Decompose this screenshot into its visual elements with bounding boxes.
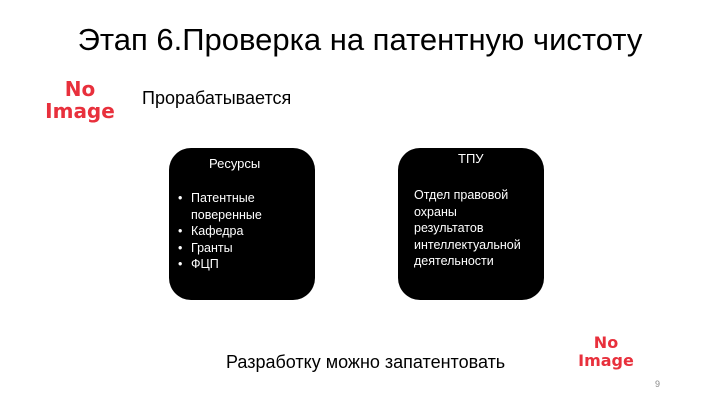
resources-card: Ресурсы • Патентные поверенные • Кафедра •…: [169, 148, 315, 300]
tpu-card: ТПУ Отдел правовой охраны результатов ин…: [398, 148, 544, 300]
resources-list-item: • Гранты: [177, 240, 313, 257]
slide-title: Этап 6.Проверка на патентную чистоту: [77, 22, 643, 57]
resources-list-item: • ФЦП: [177, 256, 313, 273]
tpu-card-heading: ТПУ: [458, 151, 484, 166]
image-placeholder-bottom: No Image: [578, 333, 634, 370]
resources-list-item-label: Патентные поверенные: [191, 191, 262, 222]
page-number: 9: [655, 379, 661, 389]
bullet-icon: •: [178, 257, 183, 271]
conclusion-text: Разработку можно запатентовать: [226, 352, 506, 372]
resources-list-item: • Кафедра: [177, 223, 313, 240]
bullet-icon: •: [178, 224, 183, 238]
resources-list: • Патентные поверенные • Кафедра • Гранты •…: [177, 190, 313, 273]
resources-card-heading: Ресурсы: [209, 156, 261, 171]
resources-list-item: • Патентные поверенные: [177, 190, 313, 223]
bullet-icon: •: [178, 191, 183, 205]
resources-list-item-label: Кафедра: [191, 224, 244, 238]
bullet-icon: •: [178, 240, 183, 255]
tpu-card-text: Отдел правовой охраны результатов интелл…: [414, 188, 521, 268]
resources-list-item-label: ФЦП: [191, 257, 219, 271]
image-placeholder-top: No Image: [45, 77, 115, 123]
resources-list-item-label: Гранты: [191, 240, 233, 255]
status-text: Прорабатывается: [142, 88, 292, 108]
